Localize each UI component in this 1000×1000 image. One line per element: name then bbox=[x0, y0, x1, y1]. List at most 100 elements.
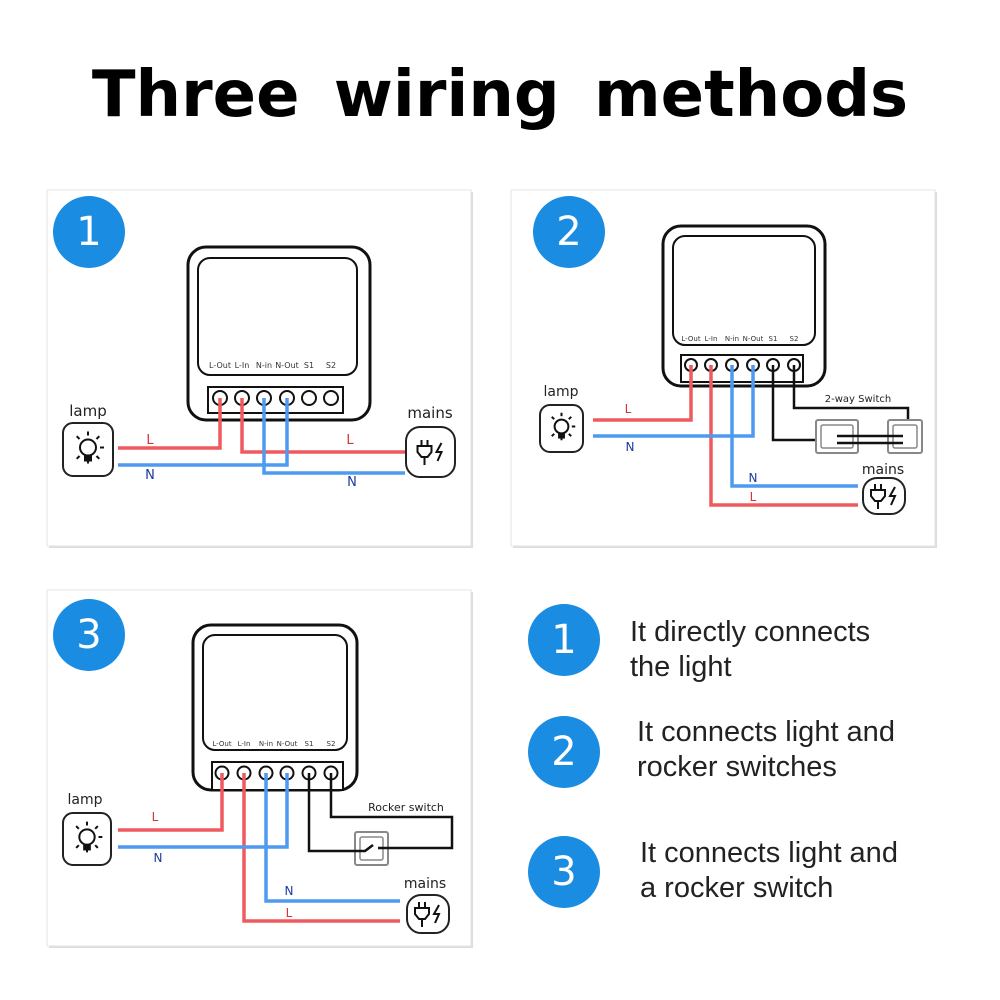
terminal-label: S1 bbox=[304, 361, 314, 370]
bulb-base-icon bbox=[83, 844, 91, 851]
terminal-strip bbox=[211, 761, 344, 791]
description-2: It connects light and rocker switches bbox=[637, 715, 895, 785]
terminal-label: L-In bbox=[705, 335, 718, 343]
plug-icon bbox=[414, 902, 430, 927]
bulb-base-icon bbox=[558, 433, 565, 439]
terminal-label: L-Out bbox=[209, 361, 231, 370]
panel-2-badge: 2 bbox=[533, 196, 605, 268]
wire-label-l: L bbox=[750, 490, 757, 504]
terminal-label: L-Out bbox=[212, 740, 231, 748]
description-3: It connects light and a rocker switch bbox=[640, 836, 898, 906]
wire-s2 bbox=[329, 773, 454, 850]
wire-live-mains bbox=[240, 398, 405, 454]
lamp-icon bbox=[62, 812, 112, 866]
wire-label-n: N bbox=[749, 471, 758, 485]
wire-neutral-mains bbox=[730, 365, 858, 488]
bulb-ray-icon bbox=[568, 416, 572, 420]
description-line: the light bbox=[630, 651, 732, 683]
plug-icon bbox=[416, 440, 433, 465]
mains-label: mains bbox=[404, 876, 446, 892]
wire-neutral-lamp bbox=[118, 773, 289, 849]
lamp-icon bbox=[62, 422, 114, 477]
bulb-ray-icon bbox=[75, 455, 81, 460]
bulb-ray-icon bbox=[551, 433, 555, 437]
mains-label: mains bbox=[862, 462, 904, 478]
wire-live-mains bbox=[242, 773, 400, 923]
lightning-icon bbox=[434, 442, 444, 462]
wire-label-l: L bbox=[286, 906, 293, 920]
wire-s1 bbox=[307, 773, 374, 853]
terminal-label: S1 bbox=[305, 740, 314, 748]
bulb-ray-icon bbox=[94, 844, 99, 849]
wire-live-lamp bbox=[593, 365, 693, 422]
terminal-5 bbox=[323, 390, 339, 406]
description-line: It connects light and bbox=[637, 716, 895, 748]
lightning-icon bbox=[888, 486, 897, 506]
wire-label-n: N bbox=[626, 440, 635, 454]
description-line: It connects light and bbox=[640, 837, 898, 869]
bulb-ray-icon bbox=[95, 435, 101, 440]
wire-label-n: N bbox=[347, 475, 357, 490]
lamp-label: lamp bbox=[544, 384, 579, 400]
description-3-badge: 3 bbox=[528, 836, 600, 908]
terminal-label: N-in bbox=[725, 335, 739, 343]
wire-neutral-lamp bbox=[593, 365, 755, 438]
terminal-label: N-Out bbox=[277, 740, 298, 748]
lamp-icon bbox=[539, 404, 584, 453]
panel-1-badge: 1 bbox=[53, 196, 125, 268]
switch-label: 2-way Switch bbox=[825, 394, 891, 405]
terminal-label: N-Out bbox=[275, 361, 299, 370]
module-face bbox=[197, 257, 358, 376]
bulb-ray-icon bbox=[75, 825, 80, 830]
wire-live-lamp bbox=[118, 773, 224, 832]
terminal-label: N-Out bbox=[743, 335, 764, 343]
mains-label: mains bbox=[407, 404, 452, 422]
terminal-label: S1 bbox=[769, 335, 778, 343]
terminal-label: N-in bbox=[256, 361, 272, 370]
wire-neutral-mains bbox=[264, 773, 400, 903]
module-face bbox=[202, 634, 348, 751]
panel-3-badge: 3 bbox=[53, 599, 125, 671]
terminal-label: L-In bbox=[238, 740, 251, 748]
wire-label-l: L bbox=[152, 810, 159, 824]
page-title: Three wiring methods bbox=[91, 58, 909, 132]
description-line: rocker switches bbox=[637, 751, 837, 783]
description-line: a rocker switch bbox=[640, 872, 834, 904]
terminal-label: S2 bbox=[326, 361, 336, 370]
module-face bbox=[672, 235, 816, 346]
lamp-label: lamp bbox=[68, 792, 103, 808]
description-1-badge: 1 bbox=[528, 604, 600, 676]
wire-label-n: N bbox=[145, 468, 155, 483]
description-1: It directly connects the light bbox=[630, 615, 870, 685]
terminal-strip bbox=[680, 354, 804, 383]
terminal-strip bbox=[207, 386, 344, 414]
terminal-label: L-In bbox=[235, 361, 250, 370]
bulb-ray-icon bbox=[551, 416, 555, 420]
wire-label-l: L bbox=[625, 402, 632, 416]
plug-icon bbox=[870, 484, 886, 509]
wire-neutral-mains bbox=[262, 398, 405, 475]
lamp-label: lamp bbox=[69, 402, 107, 420]
terminal-label: N-in bbox=[259, 740, 273, 748]
bulb-ray-icon bbox=[568, 433, 572, 437]
wire-label-n: N bbox=[285, 884, 294, 898]
terminal-label: L-Out bbox=[681, 335, 700, 343]
switch-label: Rocker switch bbox=[368, 801, 444, 814]
wire-label-l: L bbox=[346, 433, 354, 448]
bulb-base-icon bbox=[84, 455, 92, 462]
bulb-ray-icon bbox=[95, 455, 101, 460]
wire-label-n: N bbox=[154, 851, 163, 865]
terminal-label: S2 bbox=[790, 335, 799, 343]
bulb-ray-icon bbox=[75, 844, 80, 849]
wire-neutral-lamp bbox=[118, 398, 289, 467]
wire-label-l: L bbox=[146, 433, 154, 448]
wire-live-mains bbox=[709, 365, 858, 507]
wire-live-lamp bbox=[118, 398, 222, 450]
bulb-ray-icon bbox=[94, 825, 99, 830]
description-2-badge: 2 bbox=[528, 716, 600, 788]
description-line: It directly connects bbox=[630, 616, 871, 648]
terminal-4 bbox=[301, 390, 317, 406]
bulb-ray-icon bbox=[75, 435, 81, 440]
lightning-icon bbox=[432, 904, 441, 924]
